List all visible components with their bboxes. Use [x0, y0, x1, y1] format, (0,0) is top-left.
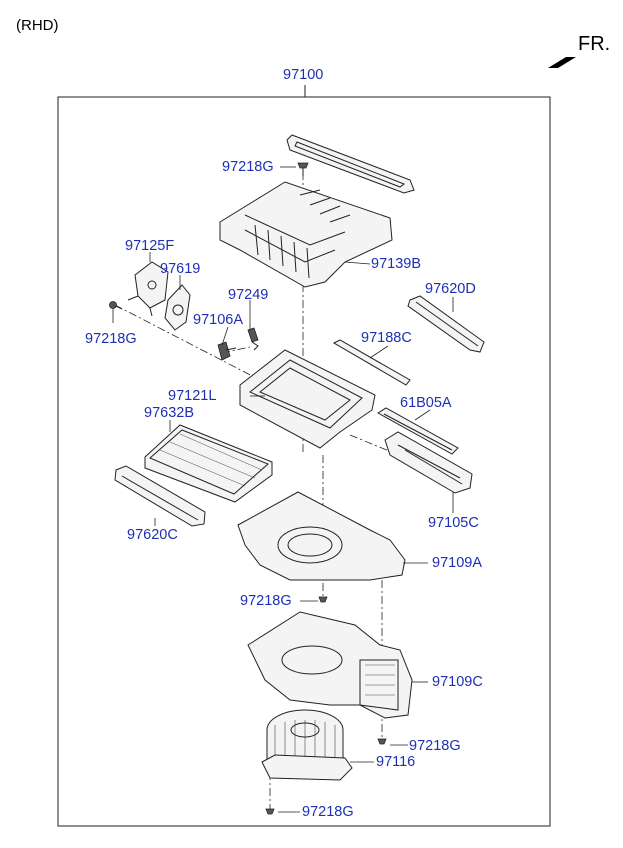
label-97620C: 97620C: [127, 527, 178, 543]
screw-97218G-left: [109, 301, 123, 310]
label-61B05A: 61B05A: [400, 395, 452, 411]
link-97619: [164, 284, 191, 331]
label-97109A: 97109A: [432, 555, 482, 571]
label-97188C: 97188C: [361, 330, 412, 346]
label-97619: 97619: [160, 261, 201, 277]
front-direction-label: FR.: [578, 33, 611, 55]
duct-97105C: [384, 431, 473, 494]
seal-gasket: [286, 134, 415, 194]
label-97218G-right: 97218G: [409, 738, 461, 754]
label-97100: 97100: [283, 67, 324, 83]
clip-97249: [247, 327, 259, 351]
cabin-filter-97632B: [144, 424, 273, 503]
blower-case-lower-97109C: [247, 611, 413, 719]
label-97139B: 97139B: [371, 256, 421, 272]
label-97620D: 97620D: [425, 281, 476, 297]
label-97105C: 97105C: [428, 515, 479, 531]
label-97218G-left: 97218G: [85, 331, 137, 347]
label-97218G-mid: 97218G: [240, 593, 292, 609]
case-upper-97139B: [219, 181, 393, 288]
assembly-frame: [57, 96, 551, 827]
case-lower-97121L: [239, 349, 376, 449]
blower-motor-97116: [261, 709, 353, 781]
filter-cover-97620D: [407, 295, 485, 353]
sensor-97106A: [217, 341, 237, 361]
screw-97218G-right: [377, 738, 387, 745]
variant-label: (RHD): [16, 17, 59, 34]
front-arrow-icon: [548, 57, 576, 68]
seal-61B05A: [377, 407, 459, 455]
label-97218G-top: 97218G: [222, 159, 274, 175]
label-97106A: 97106A: [193, 312, 243, 328]
blower-case-upper-97109A: [237, 491, 406, 581]
screw-97218G-bottom: [265, 808, 275, 815]
screw-97218G-top: [297, 162, 309, 176]
seal-strip-97188C: [332, 339, 411, 386]
label-97109C: 97109C: [432, 674, 483, 690]
label-97249: 97249: [228, 287, 269, 303]
filter-cover-97620C: [114, 465, 206, 527]
label-97116: 97116: [376, 754, 416, 770]
label-97121L: 97121L: [168, 388, 217, 404]
actuator-97125F: [127, 261, 169, 317]
leader-lines: [112, 166, 454, 813]
label-97218G-bottom: 97218G: [302, 804, 354, 820]
screw-97218G-mid: [318, 596, 328, 603]
label-97125F: 97125F: [125, 238, 175, 254]
label-97632B: 97632B: [144, 405, 194, 421]
